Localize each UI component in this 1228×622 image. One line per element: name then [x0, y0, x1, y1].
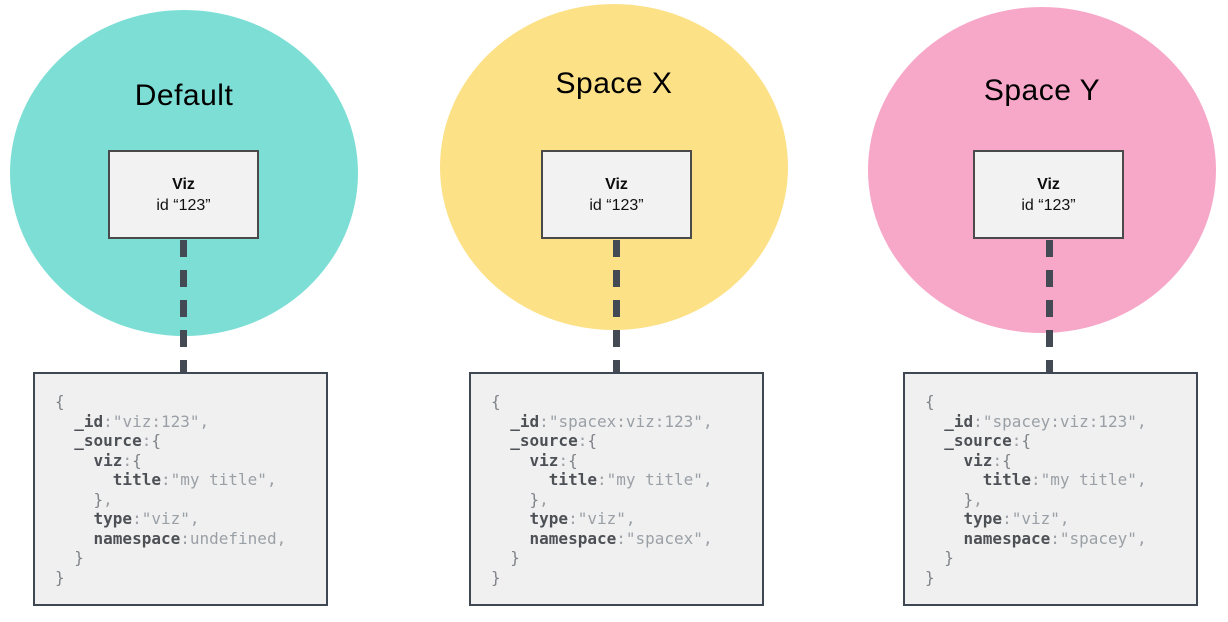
code-line: _id:"spacey:viz:123", [944, 411, 1147, 431]
code-line: type:"viz", [529, 509, 636, 528]
code-line: }, [93, 489, 113, 509]
viz-label: Viz [1037, 175, 1060, 193]
code-line: { [55, 392, 65, 411]
code-line: type:"viz", [93, 509, 200, 528]
code-line: title:"my title", [112, 470, 277, 489]
code-line: _id:"viz:123", [74, 411, 210, 431]
code-line: title:"my title", [548, 470, 713, 489]
viz-label: Viz [172, 175, 195, 193]
code-line: _source:{ [944, 431, 1031, 450]
viz-id: id “123” [589, 196, 644, 214]
space-title: Default [134, 79, 234, 112]
code-line: } [55, 567, 65, 587]
viz-box: Viz id “123” [541, 150, 692, 239]
code-line: title:"my title", [982, 470, 1147, 489]
code-line: }, [963, 489, 983, 509]
code-line: _source:{ [510, 431, 597, 450]
space-title: Space X [555, 67, 673, 100]
viz-box: Viz id “123” [108, 150, 259, 239]
code-line: namespace:undefined, [93, 528, 287, 548]
saved-object-code-box: { _id:"spacex:viz:123", _source:{ viz:{ … [469, 372, 764, 606]
code-line: viz:{ [93, 450, 142, 470]
code-line: }, [529, 489, 549, 509]
code-line: } [510, 548, 520, 567]
viz-label: Viz [605, 175, 628, 193]
code-line: _id:"spacex:viz:123", [510, 411, 713, 431]
viz-box: Viz id “123” [973, 150, 1124, 239]
viz-id: id “123” [1021, 196, 1076, 214]
saved-object-code-box: { _id:"viz:123", _source:{ viz:{ title:"… [33, 372, 328, 606]
connector-line [1046, 240, 1053, 374]
code-line: { [491, 392, 501, 411]
code-line: } [925, 567, 935, 587]
code-line: viz:{ [529, 450, 578, 470]
code-line: namespace:"spacey", [963, 528, 1147, 548]
space-title: Space Y [983, 74, 1101, 107]
code-line: type:"viz", [963, 509, 1070, 528]
viz-id: id “123” [156, 196, 211, 214]
code-line: viz:{ [963, 450, 1012, 470]
connector-line [613, 240, 620, 374]
code-line: { [925, 392, 935, 411]
code-line: } [491, 567, 501, 587]
connector-line [180, 240, 187, 374]
code-line: namespace:"spacex", [529, 528, 713, 548]
saved-object-code-box: { _id:"spacey:viz:123", _source:{ viz:{ … [903, 372, 1198, 606]
code-line: } [944, 548, 954, 567]
code-line: _source:{ [74, 431, 161, 450]
code-line: } [74, 548, 84, 567]
